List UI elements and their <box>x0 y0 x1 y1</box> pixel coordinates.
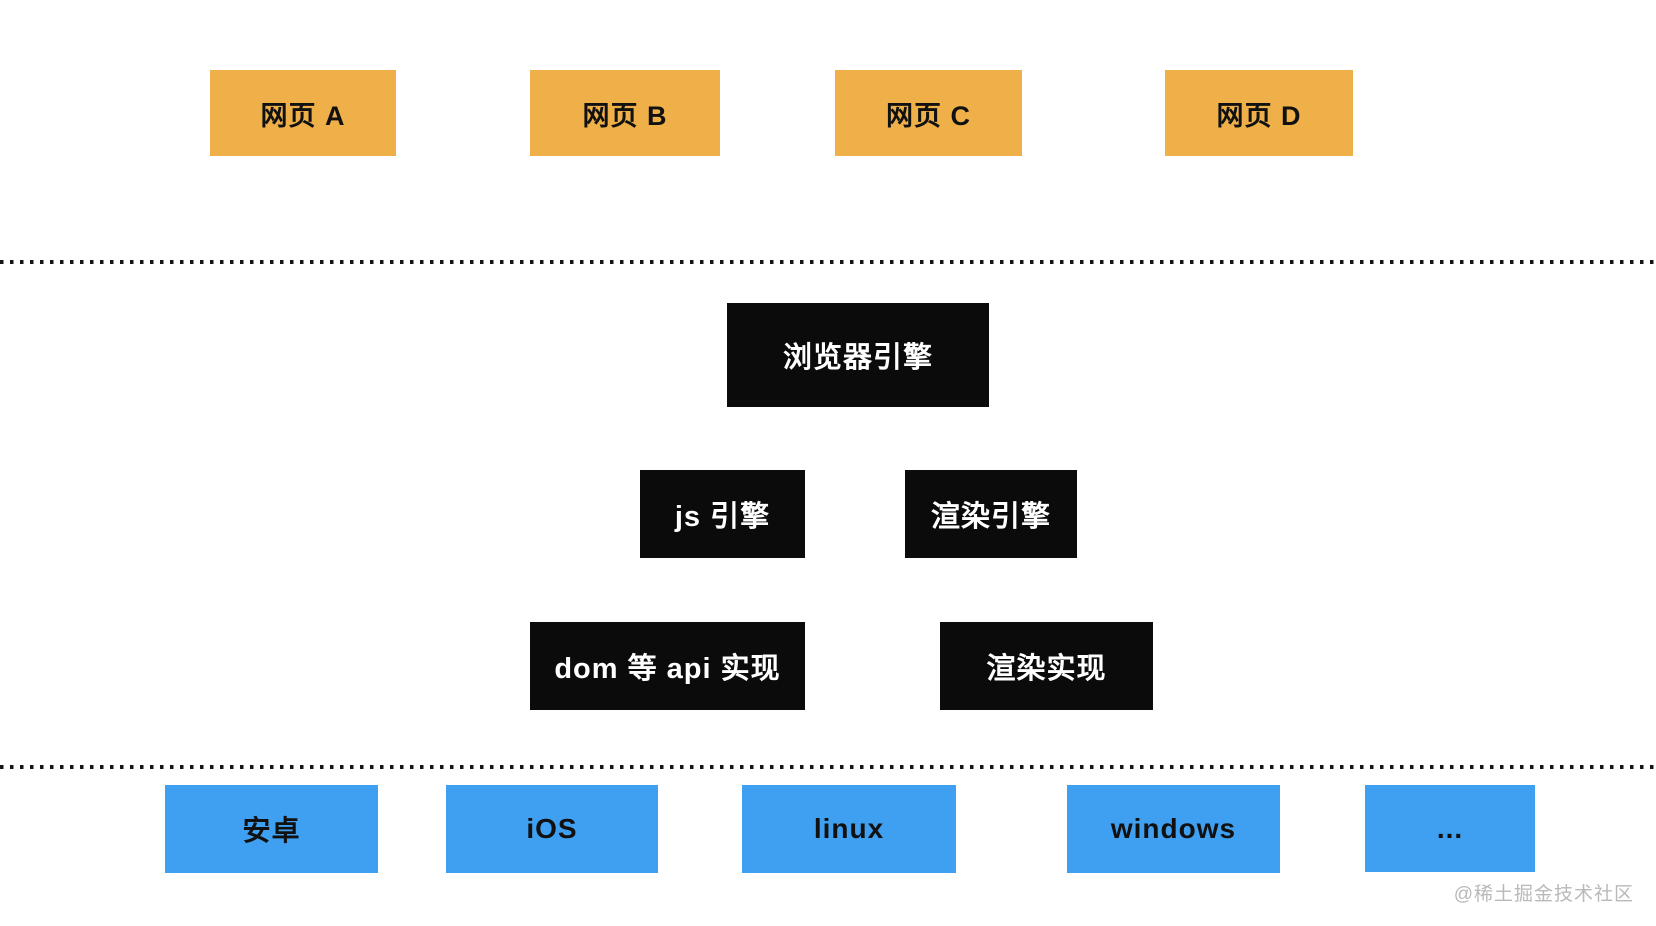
web-page-b-node: 网页 B <box>530 70 720 156</box>
platform-more-label: ... <box>1436 812 1464 844</box>
web-page-c-label: 网页 C <box>886 100 971 131</box>
platform-ios-label: iOS <box>526 813 578 844</box>
divider-bottom <box>0 765 1656 769</box>
platform-windows-label: windows <box>1110 813 1237 844</box>
dom-api-impl-node: dom 等 api 实现 <box>530 622 805 710</box>
watermark: @稀土掘金技术社区 <box>1453 884 1634 905</box>
render-impl-label: 渲染实现 <box>986 653 1107 685</box>
web-page-d-label: 网页 D <box>1216 100 1302 131</box>
divider-top <box>0 260 1656 264</box>
platform-linux-label: linux <box>813 813 885 844</box>
web-page-a-node: 网页 A <box>210 70 396 156</box>
js-engine-node: js 引擎 <box>640 470 805 558</box>
platform-windows-node: windows <box>1067 785 1280 873</box>
web-page-d-node: 网页 D <box>1165 70 1353 156</box>
platform-android-label: 安卓 <box>242 815 301 846</box>
platform-android-node: 安卓 <box>165 785 378 873</box>
browser-engine-node: 浏览器引擎 <box>727 303 989 407</box>
render-engine-node: 渲染引擎 <box>905 470 1077 558</box>
platform-more-node: ... <box>1365 785 1535 872</box>
dom-api-impl-label: dom 等 api 实现 <box>554 653 781 685</box>
render-engine-label: 渲染引擎 <box>930 501 1051 533</box>
browser-engine-label: 浏览器引擎 <box>782 342 933 374</box>
web-page-b-label: 网页 B <box>582 100 668 131</box>
platform-linux-node: linux <box>742 785 956 873</box>
platform-ios-node: iOS <box>446 785 658 873</box>
render-impl-node: 渲染实现 <box>940 622 1153 710</box>
js-engine-label: js 引擎 <box>674 501 771 533</box>
web-page-a-label: 网页 A <box>260 100 346 131</box>
web-page-c-node: 网页 C <box>835 70 1022 156</box>
